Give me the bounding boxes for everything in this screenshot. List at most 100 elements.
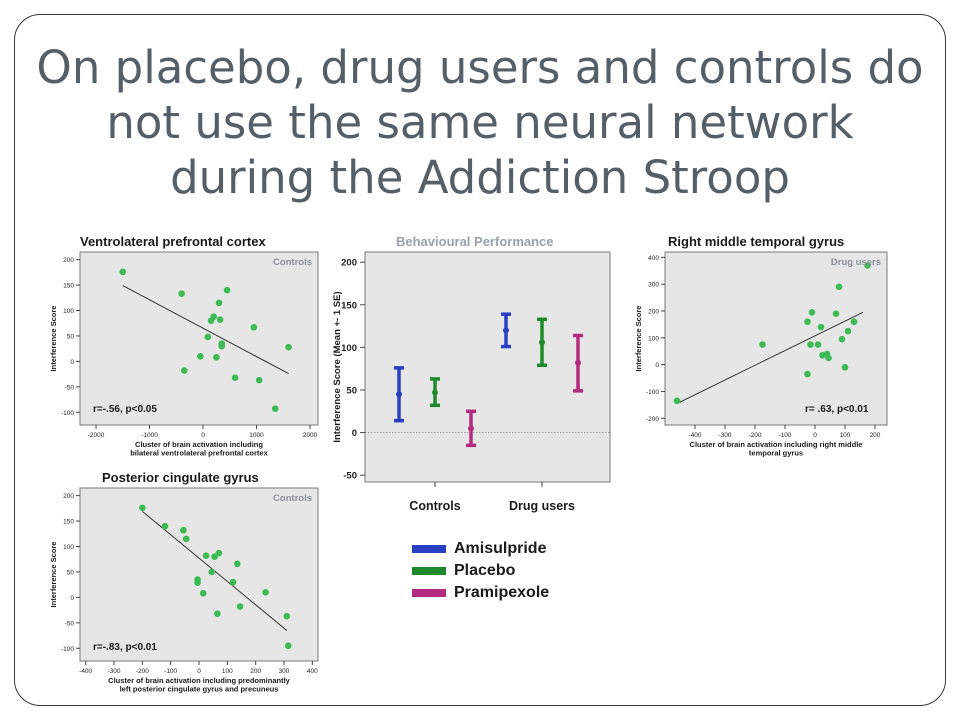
pcg-group-label: Controls [273,493,312,504]
behaviour-chart-title: Behavioural Performance [396,234,554,249]
vlpfc-y-tick-label: -100 [61,410,74,417]
vlpfc-trend-line [122,285,289,375]
pcg-y-tick-label: 150 [63,519,74,526]
vlpfc-x-tick-label: 0 [201,432,205,439]
rmtg-data-point [841,364,849,371]
behaviour-mean-point [432,389,438,396]
behaviour-y-tick-label: 200 [341,258,357,269]
vlpfc-data-point [285,343,292,351]
pcg-data-point [262,589,269,596]
rmtg-y-tick-label: 0 [655,362,659,369]
vlpfc-data-point [250,324,258,331]
pcg-y-axis-label: Interference Score [49,542,58,608]
vlpfc-x-tick-label: -2000 [88,432,105,439]
rmtg-y-tick-label: -100 [646,389,659,396]
rmtg-data-point [807,341,814,348]
vlpfc-correlation-label: r=-.56, p<0.05 [93,404,157,415]
pcg-plot-area [79,487,319,662]
vlpfc-x-axis-label-line: bilateral ventrolateral prefrontal corte… [130,449,268,458]
rmtg-data-point [825,354,832,362]
pcg-data-point [194,579,201,586]
rmtg-x-axis-label-line: temporal gyrus [749,449,803,458]
rmtg-x-axis-label-line: Cluster of brain activation including ri… [690,440,863,449]
behaviour-x-tick-label: Drug users [509,499,575,513]
pcg-chart-title: Posterior cingulate gyrus [102,470,259,485]
vlpfc-data-point [218,342,226,350]
vlpfc-data-point [197,353,204,360]
rmtg-x-tick-label: 0 [813,432,817,439]
behaviour-plot-area [364,251,611,483]
legend-label-pramipexole: Pramipexole [454,584,550,601]
pcg-data-point [182,535,190,543]
rmtg-data-point [864,262,871,269]
vlpfc-data-point [178,290,185,298]
rmtg-data-point [804,318,811,326]
behaviour-mean-point [575,359,581,366]
pcg-data-point [283,612,291,620]
slide-frame [14,14,946,706]
vlpfc-data-point [223,286,231,294]
rmtg-data-point [817,323,825,331]
vlpfc-data-point [180,367,188,374]
vlpfc-data-point [215,299,223,307]
rmtg-data-point [850,318,858,326]
rmtg-data-point [804,370,811,378]
rmtg-data-point [832,310,840,317]
rmtg-data-point [814,341,822,348]
rmtg-data-point [673,397,681,405]
vlpfc-y-tick-label: 150 [63,283,74,290]
pcg-correlation-label: r=-.83, p<0.01 [93,642,157,653]
vlpfc-data-point [255,376,263,384]
pcg-data-point [208,568,216,576]
vlpfc-y-tick-label: 0 [70,359,74,366]
vlpfc-data-point [119,268,127,276]
vlpfc-data-point [216,316,224,323]
pcg-x-tick-label: 100 [222,668,233,675]
legend-swatch-pramipexole [412,589,446,597]
behaviour-y-tick-label: 150 [341,300,357,311]
vlpfc-y-tick-label: 200 [63,257,74,264]
pcg-x-axis-label-line: left posterior cingulate gyrus and precu… [120,685,279,694]
vlpfc-x-axis-label-line: Cluster of brain activation including [135,440,263,449]
legend-label-amisulpride: Amisulpride [454,540,547,557]
legend-swatch-placebo [412,567,446,575]
pcg-data-point [215,549,223,557]
rmtg-x-tick-label: -300 [718,432,731,439]
pcg-data-point [214,610,221,617]
pcg-data-point [139,504,146,512]
rmtg-plot-area [664,251,888,426]
pcg-x-tick-label: -100 [164,668,177,675]
pcg-x-axis-label-line: Cluster of brain activation including pr… [108,676,291,685]
legend-item-pramipexole: Pramipexole [412,582,549,604]
rmtg-y-tick-label: 100 [648,335,659,342]
pcg-data-point [236,603,244,610]
behaviour-mean-point [503,327,509,334]
pcg-data-point [180,526,187,534]
rmtg-x-tick-label: -400 [688,432,701,439]
rmtg-data-point [808,309,816,316]
vlpfc-x-tick-label: -1000 [141,432,158,439]
pcg-x-tick-label: 0 [197,668,201,675]
behaviour-y-tick-label: 100 [341,343,357,354]
rmtg-trend-line [676,311,864,404]
legend-item-placebo: Placebo [412,560,549,582]
vlpfc-group-label: Controls [273,257,312,268]
behaviour-mean-point [468,425,474,432]
pcg-data-point [202,552,210,559]
rmtg-x-tick-label: -100 [778,432,791,439]
pcg-x-tick-label: -200 [136,668,149,675]
rmtg-y-tick-label: 200 [648,309,659,316]
vlpfc-x-tick-label: 1000 [249,432,264,439]
pcg-x-tick-label: -400 [79,668,92,675]
vlpfc-data-point [213,354,220,361]
rmtg-y-tick-label: 400 [648,255,659,262]
pcg-x-tick-label: 400 [307,668,318,675]
vlpfc-data-point [271,405,279,413]
vlpfc-y-tick-label: 50 [67,333,75,340]
pcg-data-point [233,560,241,568]
pcg-x-tick-label: 200 [250,668,261,675]
rmtg-y-axis-label: Interference Score [634,306,643,372]
vlpfc-data-point [231,374,239,381]
vlpfc-y-tick-label: 100 [63,308,74,315]
behaviour-x-tick-label: Controls [409,499,460,513]
